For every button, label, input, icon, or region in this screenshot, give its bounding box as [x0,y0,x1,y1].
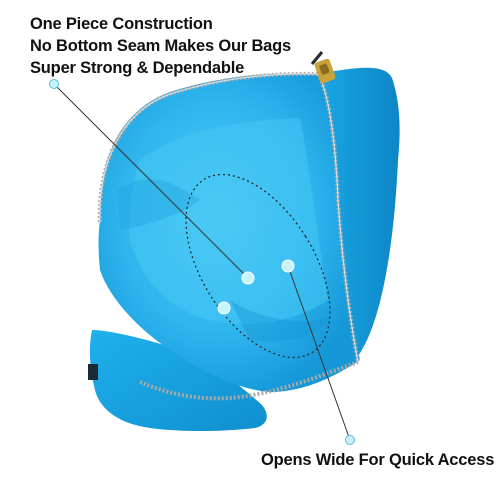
zipper-bottom-track [139,360,359,401]
zipper-pull-icon [310,51,336,84]
callout-line-3: Super Strong & Dependable [30,59,245,77]
callout-opens-wide-text: Opens Wide For Quick Access [261,451,495,469]
circle-dot-icon [49,79,59,89]
callout-dot-center [241,271,255,285]
callout-dot-lower [217,301,231,315]
callout-dot-right [281,259,295,273]
callout-dot-bottom [345,435,355,445]
callout-ellipse [185,173,331,359]
callout-construction-text: One Piece Construction No Bottom Seam Ma… [30,13,291,79]
callout-line-1: One Piece Construction [30,15,213,33]
callout-line-top [53,83,249,279]
callout-line-2: No Bottom Seam Makes Our Bags [30,37,292,55]
bag-bottom-flap [89,330,267,431]
callout-line-bottom [287,265,351,441]
